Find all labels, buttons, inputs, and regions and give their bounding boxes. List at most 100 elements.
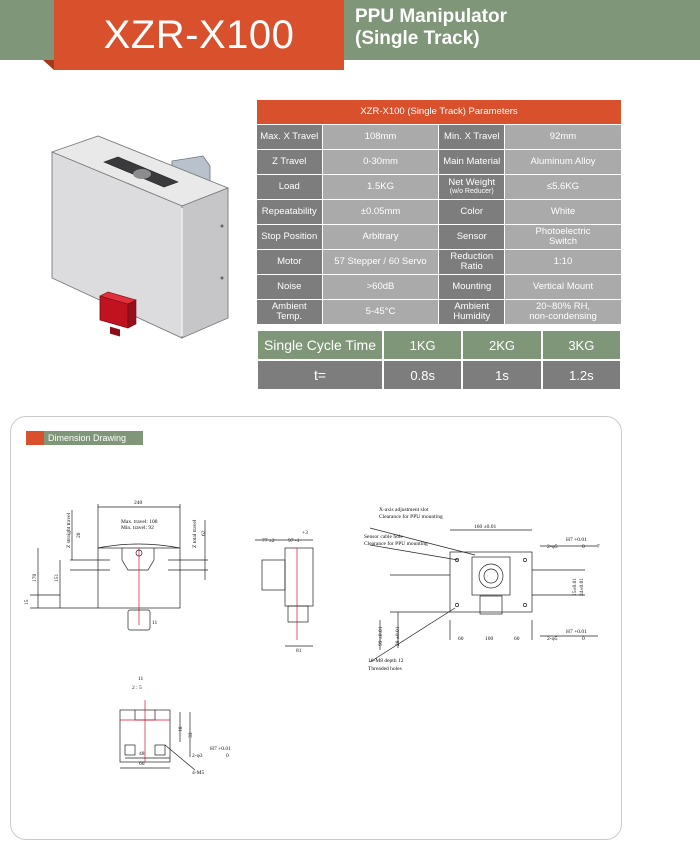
header-subtitle: PPU Manipulator (Single Track) — [355, 6, 507, 50]
note-clearance-2: Clearance for PPU mounting — [364, 540, 428, 547]
cycle-header-cell: 1KG — [384, 331, 462, 359]
param-row: Stop Position Arbitrary Sensor Photoelec… — [257, 225, 621, 249]
cycle-value-cell: 1s — [463, 361, 541, 389]
cycle-value-cell: t= — [258, 361, 382, 389]
dim-20: 20 — [76, 532, 82, 538]
param-key: Ambient Humidity — [439, 300, 505, 324]
dim-min-travel: Min. travel: 92 — [121, 525, 154, 531]
note-threaded-2: Threaded holes — [368, 666, 402, 672]
dim-15: 15 — [24, 599, 30, 605]
cycle-header-cell: Single Cycle Time — [258, 331, 382, 359]
note-threaded-1: 16-M8 depth 12 — [368, 658, 404, 664]
param-key: Stop Position — [257, 225, 322, 249]
note-xaxis-slot: X-axis adjustment slot — [379, 507, 429, 513]
param-value: Aluminum Alloy — [505, 150, 621, 174]
dim-24-01: 24±0.01 — [579, 578, 585, 596]
param-value: Photoelectric Switch — [505, 225, 621, 249]
param-value: Vertical Mount — [505, 275, 621, 299]
parameters-table: XZR-X100 (Single Track) Parameters Max. … — [256, 99, 622, 325]
cycle-header-row: Single Cycle Time 1KG 2KG 3KG — [258, 331, 620, 359]
param-value: 1:10 — [505, 250, 621, 274]
dim-170: 170 — [32, 574, 38, 583]
param-value-line: 20~80% RH, — [535, 301, 591, 312]
param-key: Min. X Travel — [439, 125, 505, 149]
detail-m5: 4-M5 — [192, 770, 204, 776]
param-value: 20~80% RH, non-condensing — [505, 300, 621, 324]
detail-60: 60 — [139, 761, 145, 767]
subtitle-line-1: PPU Manipulator — [355, 6, 508, 27]
param-key-line: Reduction — [450, 251, 494, 262]
param-key: Noise — [257, 275, 322, 299]
rear-view-drawing — [369, 527, 598, 663]
param-key-line: Ambient — [271, 301, 307, 312]
param-value: 92mm — [505, 125, 621, 149]
dim-z-straight: Z straight travel — [66, 512, 72, 548]
detail-h7: H7 +0.01 — [210, 746, 231, 752]
dim-240: 240 — [134, 500, 143, 506]
param-value: ±0.05mm — [322, 200, 439, 224]
dim-60-left: 60 — [458, 636, 464, 642]
param-value-line: Photoelectric — [535, 226, 591, 237]
product-image — [50, 135, 230, 339]
cycle-time-table: Single Cycle Time 1KG 2KG 3KG t= 0.8s 1s… — [256, 329, 622, 391]
param-value: 57 Stepper / 60 Servo — [322, 250, 439, 274]
param-key: Z Travel — [257, 150, 322, 174]
param-value: 108mm — [322, 125, 439, 149]
cycle-header-cell: 2KG — [463, 331, 541, 359]
param-value-line: Switch — [549, 236, 577, 247]
dim-77: 77 ±2 — [262, 538, 275, 544]
dim-7: 7 — [597, 544, 600, 550]
parameters-title: XZR-X100 (Single Track) Parameters — [257, 100, 621, 124]
param-key: Repeatability — [257, 200, 322, 224]
param-key-line: Net Weight — [448, 177, 496, 188]
detail-view-drawing — [119, 700, 196, 771]
param-row: Max. X Travel 108mm Min. X Travel 92mm — [257, 125, 621, 149]
detail-33: 33 — [188, 732, 194, 738]
param-row: Load 1.5KG Net Weight (w/o Reducer) ≤5.6… — [257, 175, 621, 199]
dim-160: 160 ±0.01 — [474, 524, 497, 530]
param-row: Ambient Temp. 5-45°C Ambient Humidity 20… — [257, 300, 621, 324]
param-key: Load — [257, 175, 322, 199]
dim-151: 151 — [54, 574, 60, 583]
subtitle-line-2: (Single Track) — [355, 28, 480, 49]
front-view-drawing — [30, 504, 208, 631]
param-key: Max. X Travel — [257, 125, 322, 149]
dim-max-travel: Max. travel: 108 — [121, 519, 158, 525]
dim-tol: +3 — [302, 530, 308, 536]
param-key-note: (w/o Reducer) — [449, 188, 494, 195]
param-key: Ambient Temp. — [257, 300, 322, 324]
note-sensor-hole: Sensor cable hole — [364, 534, 403, 540]
param-value-line: non-condensing — [529, 311, 597, 322]
detail-scale: 2 : 5 — [132, 685, 142, 691]
dim-100: 100 — [485, 636, 494, 642]
dim-99: 99 ±0.01 — [378, 626, 384, 646]
dim-62: 62 — [201, 530, 207, 536]
dim-h7-bottom-b: 0 — [582, 636, 585, 642]
param-value: >60dB — [322, 275, 439, 299]
side-view-drawing — [255, 539, 314, 647]
dim-60-right: 60 — [514, 636, 520, 642]
param-key: Sensor — [439, 225, 505, 249]
detail-11: 11 — [138, 676, 144, 682]
param-row: Motor 57 Stepper / 60 Servo Reduction Ra… — [257, 250, 621, 274]
param-value: 5-45°C — [322, 300, 439, 324]
dim-phi5-top: 2-φ5 — [547, 544, 558, 550]
param-key-line: Temp. — [276, 311, 303, 322]
param-key: Net Weight (w/o Reducer) — [439, 175, 505, 199]
model-title: XZR-X100 — [103, 13, 295, 57]
detail-18: 18 — [178, 726, 184, 732]
section-tag-marker — [26, 431, 44, 445]
dim-97: 97 -1 — [288, 538, 300, 544]
param-row: Noise >60dB Mounting Vertical Mount — [257, 275, 621, 299]
param-key-line: Ambient — [454, 301, 490, 312]
dimension-drawing-panel — [10, 416, 622, 840]
cycle-header-cell: 3KG — [542, 331, 620, 359]
detail-48: 48 — [139, 751, 145, 757]
cycle-value-cell: 1.2s — [542, 361, 620, 389]
section-tag: Dimension Drawing — [44, 431, 143, 445]
dim-11: 11 — [152, 620, 158, 626]
dim-15-01: 15±0.01 — [572, 578, 578, 596]
detail-phi3: 2-φ3 — [192, 753, 203, 759]
header-title-fold — [43, 60, 54, 70]
dim-h7-top-b: 0 — [582, 544, 585, 550]
